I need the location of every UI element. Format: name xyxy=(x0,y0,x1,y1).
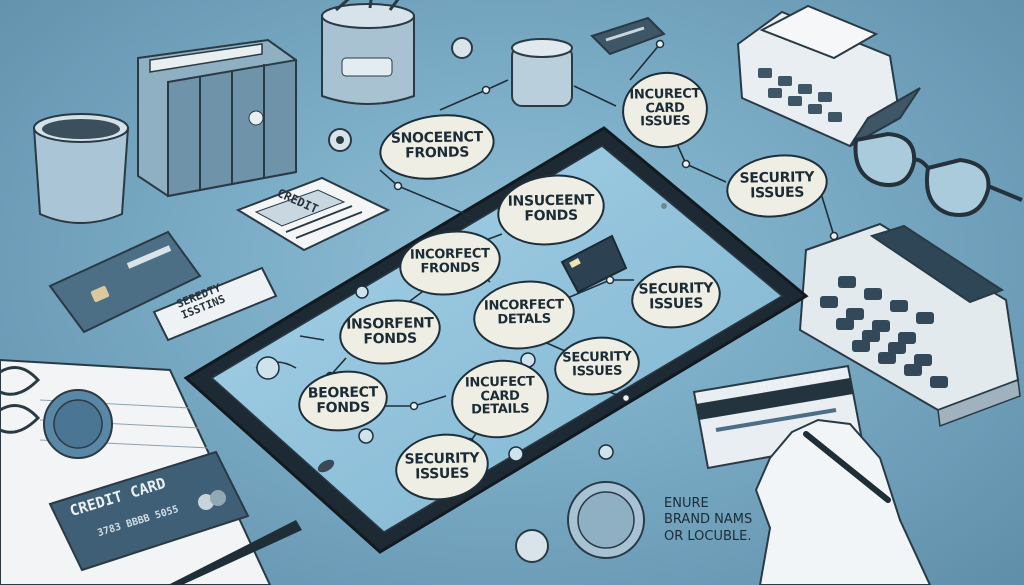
bubble-shape xyxy=(554,336,640,396)
bubble-label: SECURITY ISSUES xyxy=(404,450,480,483)
bubble-shape xyxy=(631,265,721,329)
bubble-shape xyxy=(399,230,501,296)
bubble-label: INCORFECT FRONDS xyxy=(409,246,490,277)
bubble-label: SNOCEENCT FRONDS xyxy=(390,129,483,162)
phone xyxy=(560,234,628,294)
bubble-shape xyxy=(298,370,388,432)
bubble-label: INCURECT CARD ISSUES xyxy=(629,86,701,130)
bubble-label: SECURITY ISSUES xyxy=(638,280,714,313)
bubble-label: SECURITY ISSUES xyxy=(739,169,815,202)
bubble-shape xyxy=(451,359,549,439)
calculator xyxy=(798,222,1021,428)
coffee-mug xyxy=(32,113,130,224)
glasses xyxy=(853,131,1023,217)
security-sticker xyxy=(152,266,278,342)
bubble-shape xyxy=(339,299,441,365)
hand-with-card xyxy=(692,364,932,585)
bubble-shape xyxy=(622,71,708,149)
notebook-credit-card xyxy=(48,450,250,572)
bubble-label: BEORECT FONDS xyxy=(307,384,379,417)
bubble-shape xyxy=(497,174,605,246)
credit-slip xyxy=(235,176,391,252)
bubble-label: INSUCEENT FONDS xyxy=(507,192,595,225)
bubble-shape xyxy=(473,280,575,350)
desk-buttons xyxy=(328,37,669,563)
bubble-label: SECURITY ISSUES xyxy=(562,349,632,380)
bubble-label: INCORFECT DETALS xyxy=(483,297,564,328)
card-reader-device xyxy=(590,16,666,56)
caption-text: ENURE BRAND NAMS OR LOCUBLE. xyxy=(664,496,753,544)
pen xyxy=(168,520,302,585)
issue-bubbles xyxy=(298,71,828,501)
bubble-shape xyxy=(379,114,495,180)
bubble-label: INCUFECT CARD DETAILS xyxy=(464,374,535,418)
printing-calculator xyxy=(736,4,921,148)
screen-icons xyxy=(256,285,614,462)
book-stack xyxy=(137,38,297,198)
canister xyxy=(511,38,573,107)
bubble-shape xyxy=(726,154,828,218)
blue-credit-card xyxy=(48,230,202,334)
bubble-label: INSORFENT FONDS xyxy=(346,315,434,348)
pen-jar xyxy=(321,0,415,105)
bubble-shape xyxy=(395,433,489,501)
